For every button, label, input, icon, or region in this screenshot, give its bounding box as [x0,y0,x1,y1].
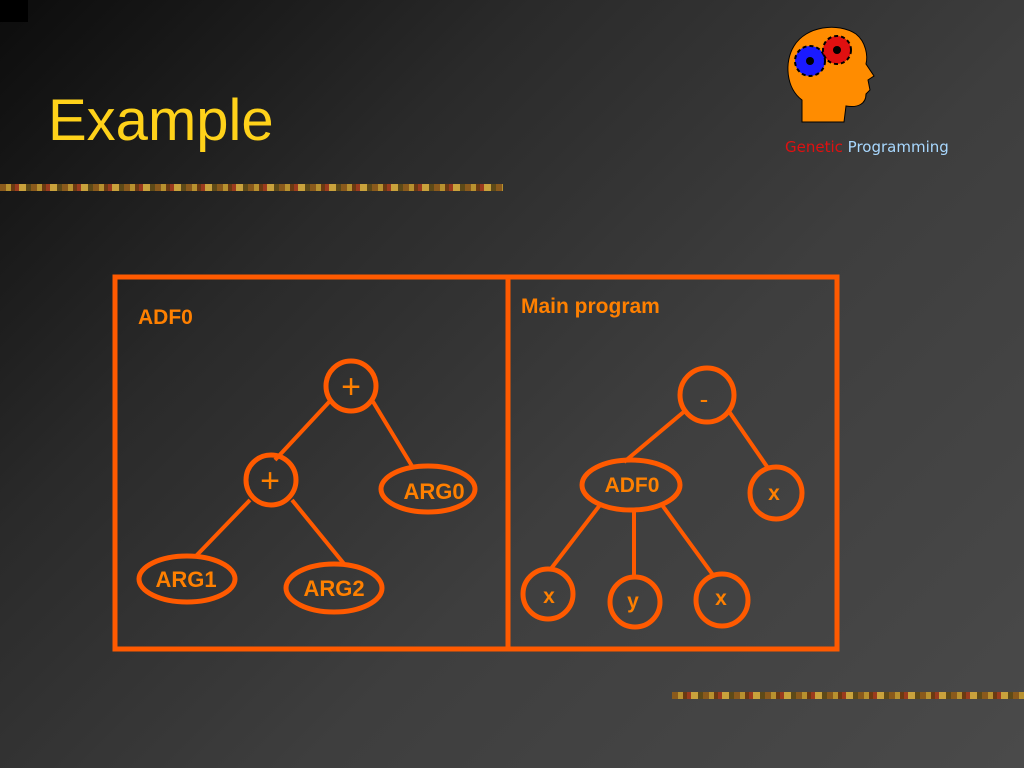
diagram-frame [112,274,840,652]
node-arg0 [378,463,478,515]
label-arg1: ARG1 [155,567,216,592]
label-x-left: x [543,585,555,608]
label-adf-root: + [341,368,361,406]
node-adf-call [579,457,683,513]
edge-plus-arg2 [290,498,347,567]
node-y [607,574,663,630]
logo-caption-genetic: Genetic [785,138,843,156]
edge-main-root-adf [622,408,688,464]
edge-adf-x-mid [660,503,715,577]
node-adf-inner-plus [243,452,299,508]
node-x-mid [693,571,751,629]
edge-plus-arg1 [194,498,252,558]
label-main-root: - [700,384,709,414]
blue-gear-icon [794,45,826,77]
logo-caption: Genetic Programming [785,138,949,156]
node-x-right [747,464,805,522]
decorative-strip-top [0,184,503,191]
logo: Genetic Programming [780,20,970,165]
corner-block [0,0,28,22]
slide-title: Example [48,88,274,153]
red-gear-icon [822,35,852,65]
adf-panel-label: ADF0 [138,306,193,329]
node-arg2 [283,561,385,615]
edge-adf-root-plus [273,399,332,462]
label-arg0: ARG0 [403,479,464,504]
node-adf-root [323,358,379,414]
label-adf-inner-plus: + [260,462,280,500]
label-x-mid: x [715,587,727,610]
label-y: y [627,590,639,613]
label-arg2: ARG2 [303,576,364,601]
decorative-strip-bottom [672,692,1024,699]
label-x-right: x [768,482,780,505]
node-main-root [677,365,737,425]
main-panel-label: Main program [521,295,660,318]
edge-adf-root-arg0 [370,398,414,468]
edge-adf-x-left [548,503,602,572]
edge-main-root-x [726,408,770,470]
label-adf-call: ADF0 [605,474,660,497]
logo-caption-programming: Programming [847,138,949,156]
node-x-left [520,566,576,622]
head-with-gears-icon [787,26,875,123]
node-arg1 [136,553,238,605]
